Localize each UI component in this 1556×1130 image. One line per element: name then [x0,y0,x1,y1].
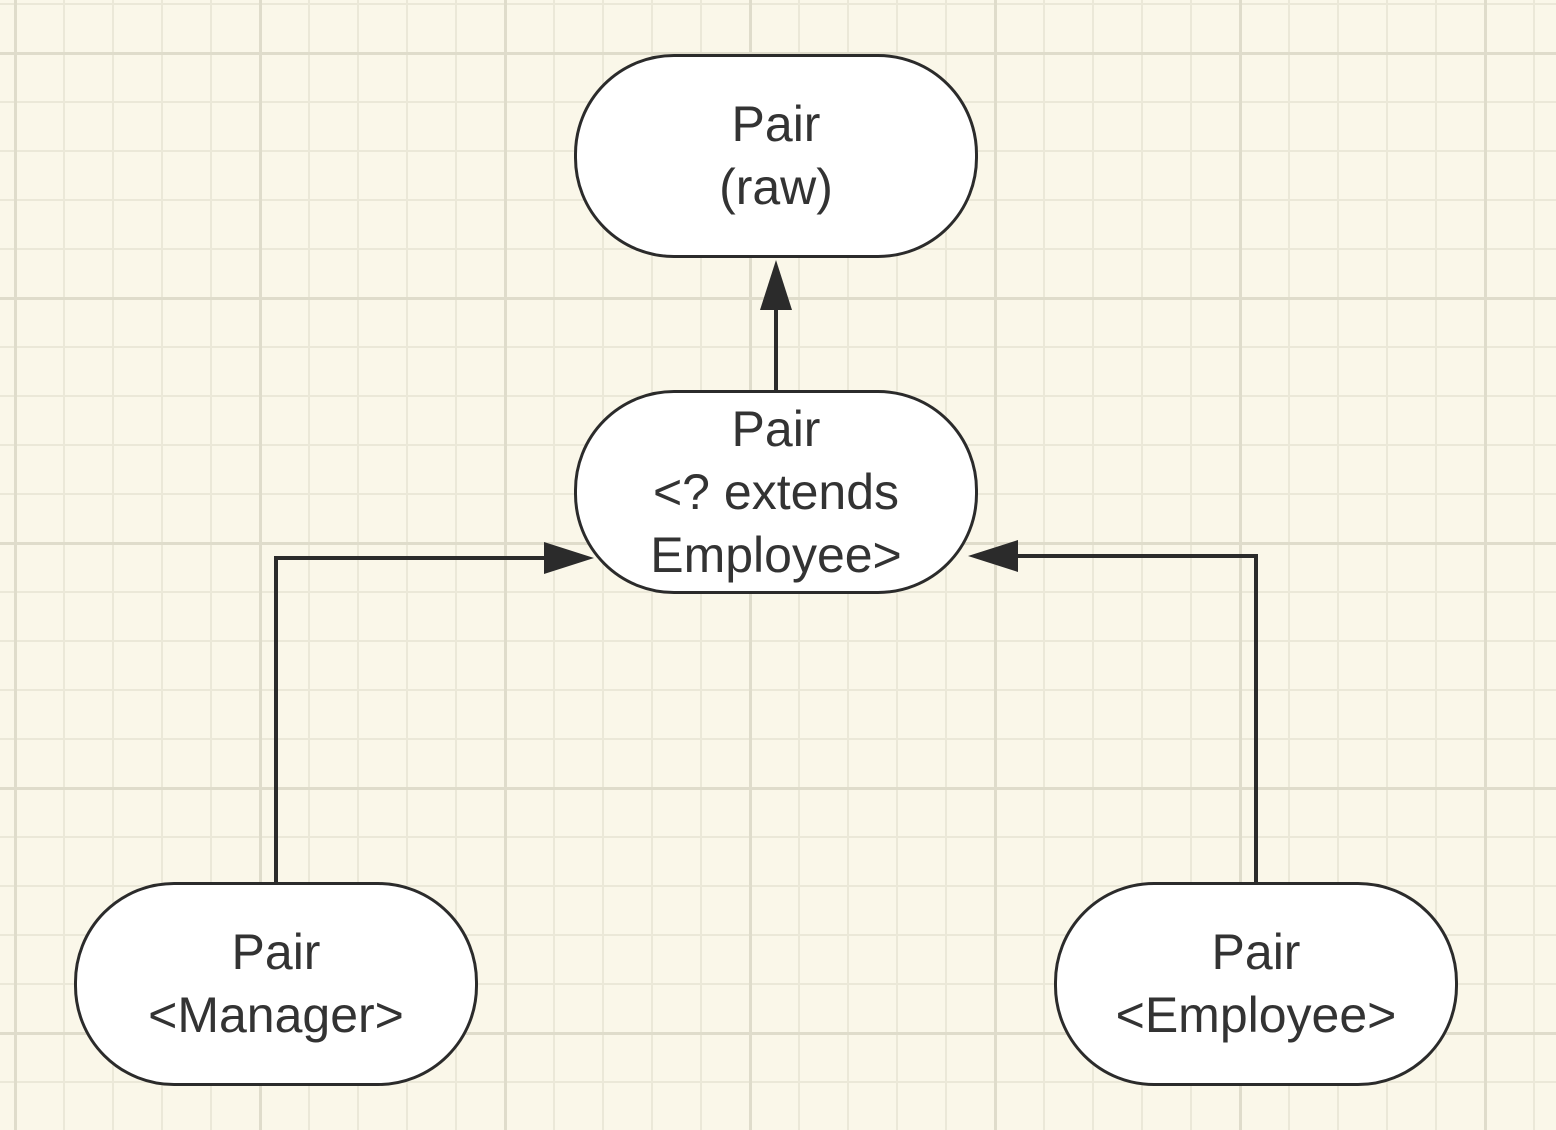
node-pair-manager[interactable]: Pair <Manager> [74,882,478,1086]
node-type-param-cont: Employee> [650,526,902,583]
node-title: Pair [1211,924,1301,980]
node-title: Pair [731,96,821,152]
arrowhead-icon [760,260,792,310]
arrowhead-icon [968,540,1018,572]
edge-extends-to-raw[interactable] [760,260,792,390]
edge-manager-to-extends[interactable] [274,542,594,882]
node-pair-extends-employee[interactable]: Pair <? extends Employee> [574,390,978,594]
node-type-param: <Employee> [1115,987,1397,1043]
node-type-param: <Manager> [148,987,404,1043]
node-title: Pair [231,924,321,980]
node-pair-raw[interactable]: Pair (raw) [574,54,978,258]
node-type-param: <? extends [652,463,900,520]
node-type-param: (raw) [719,159,833,215]
edge-employee-to-extends[interactable] [968,540,1258,882]
arrowhead-icon [544,542,594,574]
node-pair-employee[interactable]: Pair <Employee> [1054,882,1458,1086]
node-title: Pair [731,400,821,457]
